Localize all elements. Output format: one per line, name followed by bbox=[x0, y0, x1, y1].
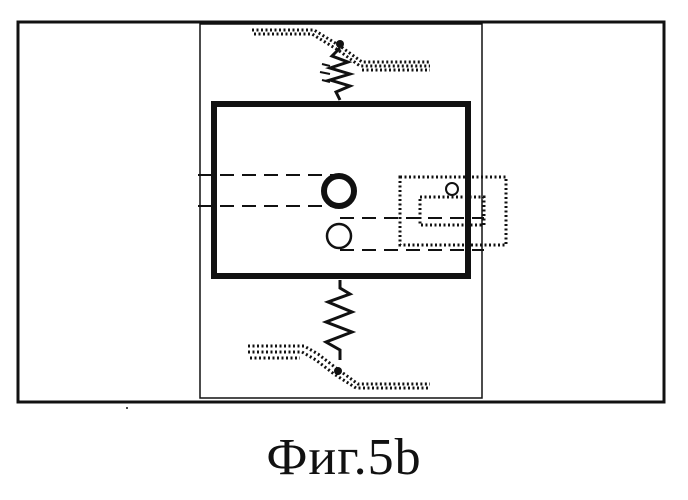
top-pivot-dot bbox=[336, 40, 344, 48]
figure-caption: Фиг.5b bbox=[0, 428, 688, 488]
outer-frame bbox=[18, 22, 664, 402]
side-outer-box bbox=[400, 177, 506, 245]
side-inner-box bbox=[420, 197, 484, 225]
bottom-spring bbox=[326, 280, 352, 360]
bottom-pivot-dot bbox=[334, 367, 342, 375]
inner-panel bbox=[200, 24, 482, 398]
top-spring bbox=[320, 48, 350, 100]
stray-speck bbox=[126, 407, 128, 409]
thin-circle bbox=[327, 224, 351, 248]
dashed-guides bbox=[198, 175, 484, 250]
side-small-circle bbox=[446, 183, 458, 195]
bold-circle bbox=[324, 176, 354, 206]
